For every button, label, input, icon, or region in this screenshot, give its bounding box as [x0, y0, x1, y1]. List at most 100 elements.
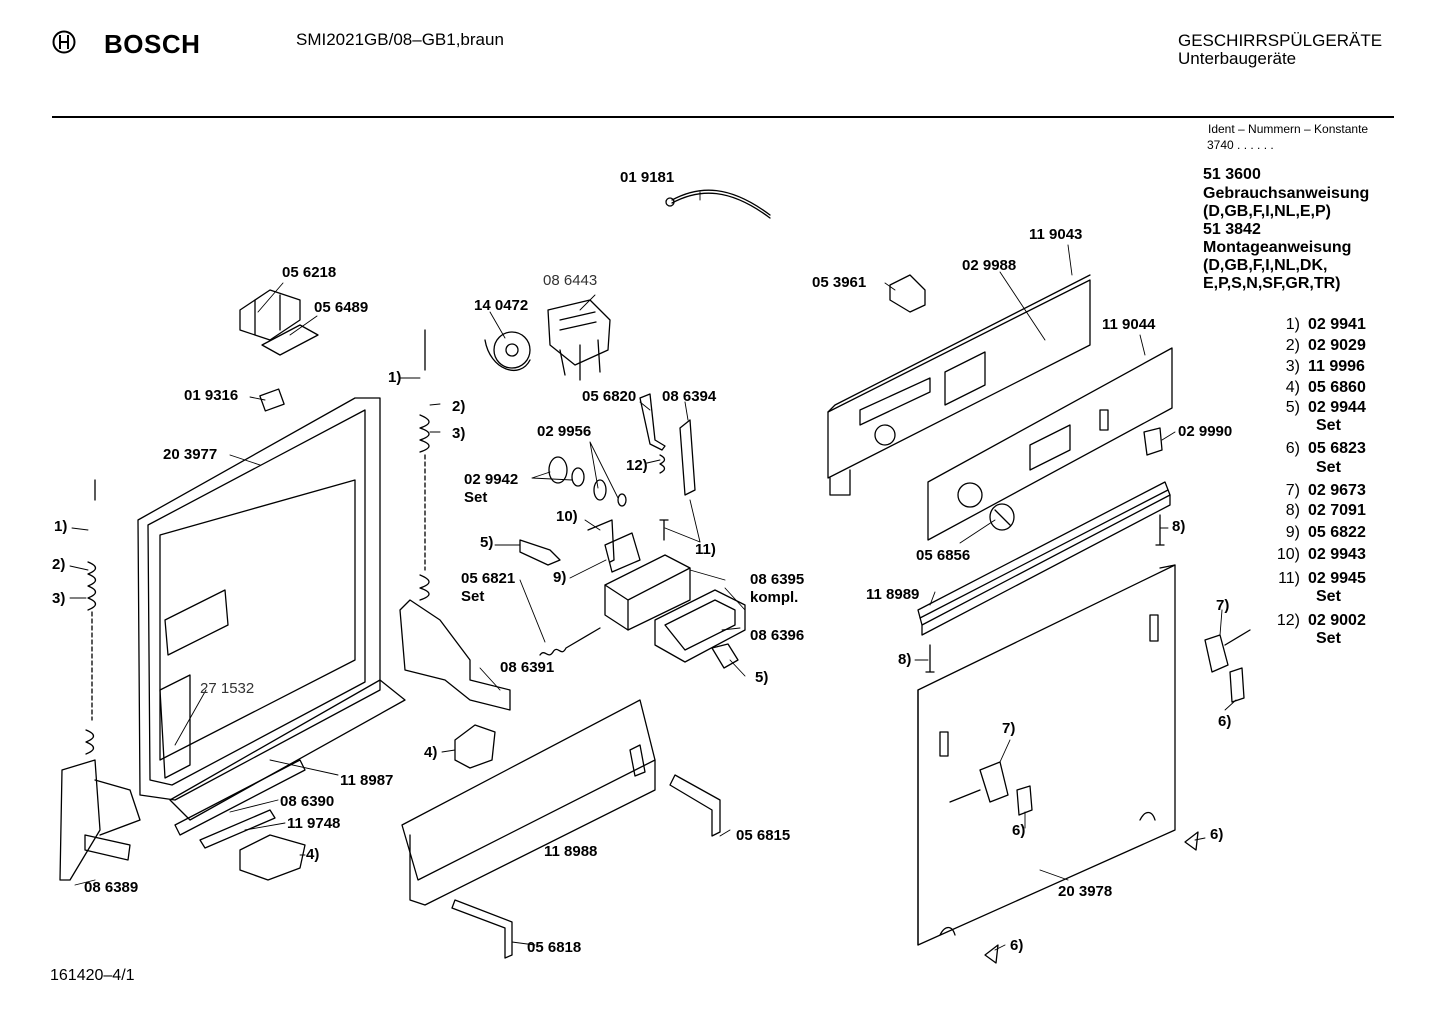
lever-086394 — [680, 420, 695, 495]
callout-3-lower: 3) — [52, 590, 66, 607]
legend-item: 11)02 9945 — [1278, 570, 1366, 587]
cap-029990 — [1144, 428, 1162, 455]
callout-9: 9) — [553, 569, 567, 586]
callout-1-lower: 1) — [54, 518, 68, 535]
label-029942: 02 9942 — [464, 471, 519, 488]
label-086394: 08 6394 — [662, 388, 717, 405]
ring-029956-a — [572, 468, 584, 486]
doc-2-number: 51 3842 — [1203, 221, 1261, 238]
ring-029956-c — [618, 494, 626, 506]
brand-name: BOSCH — [104, 29, 201, 59]
label-056818: 05 6818 — [527, 939, 582, 956]
legend-note: Set — [1316, 417, 1341, 434]
drawing-number: 161420–4/1 — [50, 967, 135, 984]
clip-4-upper — [455, 725, 495, 768]
door-outer-203978 — [918, 565, 1175, 945]
brand-logo — [52, 30, 76, 59]
bracket-056218 — [240, 290, 318, 355]
rail-056815 — [670, 775, 720, 836]
label-119748: 11 9748 — [287, 815, 341, 832]
label-056856: 05 6856 — [916, 547, 971, 564]
label-029956: 02 9956 — [537, 423, 592, 440]
pin-8-left — [926, 645, 934, 672]
legend-item: 8)02 7091 — [1285, 502, 1366, 519]
doc-1-languages: (D,GB,F,I,NL,E,P) — [1203, 203, 1331, 220]
strip-118989 — [918, 482, 1170, 635]
label-053961: 05 3961 — [812, 274, 867, 291]
doc-2-languages-2: E,P,S,N,SF,GR,TR) — [1203, 275, 1341, 292]
label-056820: 05 6820 — [582, 388, 637, 405]
callout-8-left: 8) — [898, 651, 912, 668]
label-086395: 08 6395 — [750, 571, 805, 588]
knob-140472 — [485, 332, 530, 370]
label-056815: 05 6815 — [736, 827, 791, 844]
spring-left — [86, 480, 96, 754]
label-086391: 08 6391 — [500, 659, 555, 676]
callout-7-right: 7) — [1216, 597, 1230, 614]
bracket-6-d — [985, 945, 998, 963]
callout-2-upper: 2) — [452, 398, 466, 415]
legend-item: 2)02 9029 — [1285, 337, 1366, 354]
ident-value: 3740 . . . . . . — [1207, 138, 1274, 152]
plate-9 — [605, 533, 640, 572]
leader-lines — [70, 192, 1236, 950]
label-056821: 05 6821 — [461, 570, 516, 587]
legend-item: 1)02 9941 — [1285, 316, 1366, 333]
knob-056856 — [990, 504, 1014, 530]
label-118989: 11 8989 — [866, 586, 920, 603]
callout-6-d: 6) — [1010, 937, 1024, 954]
hinge-7-right — [1205, 630, 1250, 672]
callout-4-lower: 4) — [306, 846, 320, 863]
legend-note: Set — [1316, 588, 1341, 605]
label-019316: 01 9316 — [184, 387, 239, 404]
label-203978: 20 3978 — [1058, 883, 1113, 900]
doc-1-number: 51 3600 — [1203, 166, 1261, 183]
bracket-053961 — [890, 275, 925, 312]
bracket-056820 — [640, 394, 665, 450]
label-140472: 14 0472 — [474, 297, 529, 314]
hinge-7-left — [950, 762, 1008, 802]
legend-item: 3)11 9996 — [1285, 358, 1365, 375]
label-set-a: Set — [464, 489, 488, 506]
clip-019316 — [260, 389, 284, 411]
label-086443: 08 6443 — [543, 272, 598, 289]
legend-item: 6)05 6823 — [1285, 440, 1366, 457]
doc-2-languages-1: (D,GB,F,I,NL,DK, — [1203, 257, 1328, 274]
callout-11: 11) — [695, 541, 716, 558]
label-271532: 27 1532 — [200, 680, 255, 697]
valve-5-lower — [712, 644, 738, 668]
hinge-086389 — [60, 760, 140, 880]
label-086390: 08 6390 — [280, 793, 335, 810]
clip-4-lower — [240, 835, 305, 880]
bracket-6-a — [1230, 668, 1244, 702]
fascia-119044 — [928, 348, 1172, 540]
label-019181: 01 9181 — [620, 169, 675, 186]
label-119043: 11 9043 — [1029, 226, 1083, 243]
label-086389: 08 6389 — [84, 879, 139, 896]
legend-item: 4)05 6860 — [1285, 379, 1366, 396]
ring-029956-b — [594, 480, 606, 500]
label-056218: 05 6218 — [282, 264, 337, 281]
valve-5-upper — [520, 540, 560, 565]
cable-019181 — [666, 190, 770, 218]
callout-5-lower: 5) — [755, 669, 769, 686]
callout-1-upper: 1) — [388, 369, 402, 386]
legend-note: Set — [1316, 630, 1341, 647]
callout-5-upper: 5) — [480, 534, 494, 551]
doc-1-title: Gebrauchsanweisung — [1203, 185, 1370, 202]
label-203977: 20 3977 — [163, 446, 218, 463]
label-118988: 11 8988 — [544, 843, 598, 860]
bracket-6-b — [1017, 786, 1032, 815]
door-inner-203977 — [138, 398, 380, 800]
label-118987: 11 8987 — [340, 772, 394, 789]
header-divider — [52, 116, 1394, 118]
spring-12 — [660, 455, 665, 473]
bosch-armature-icon — [52, 30, 76, 54]
legend-item: 9)05 6822 — [1285, 524, 1366, 541]
legend-item: 10)02 9943 — [1276, 546, 1366, 563]
control-unit-086395 — [605, 555, 745, 662]
callout-4-upper: 4) — [424, 744, 438, 761]
label-029990: 02 9990 — [1178, 423, 1233, 440]
bracket-6-c — [1185, 832, 1198, 850]
